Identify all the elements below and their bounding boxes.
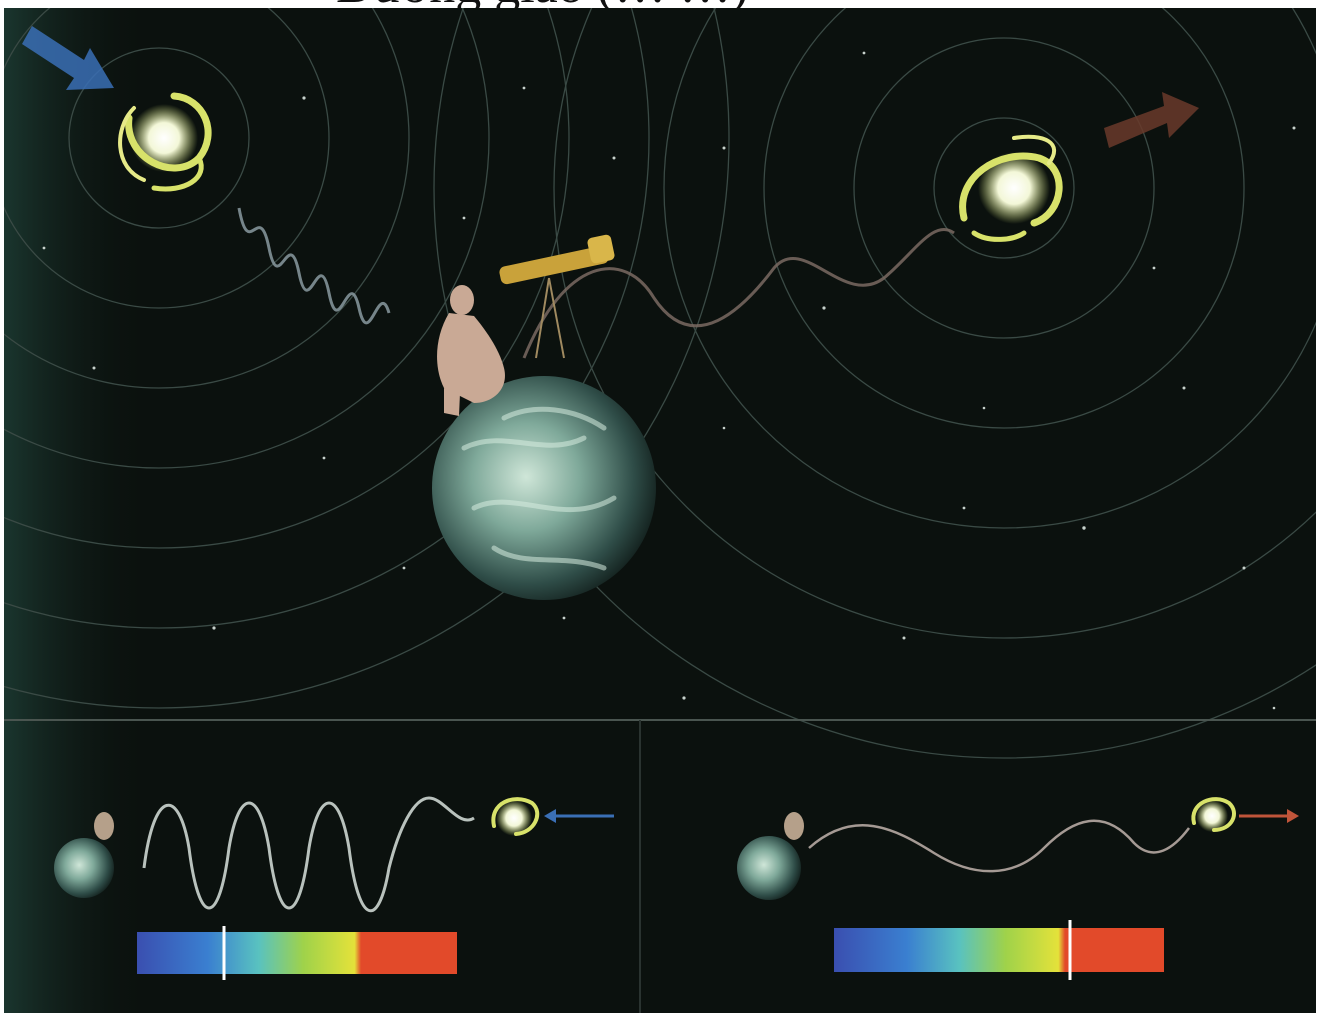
caption-text: Đường giao (… …) [336, 0, 748, 12]
background [4, 8, 1316, 1013]
caption-strip: Đường giao (… …) [0, 0, 1318, 12]
lower-left-galaxy [491, 797, 540, 836]
bottom-border [0, 1013, 1318, 1019]
lower-left-panel [54, 796, 614, 980]
left-wavefronts [4, 8, 730, 709]
stars [42, 51, 1296, 710]
scene-svg [4, 8, 1316, 1013]
lower-right-arrow-head [1287, 809, 1299, 823]
lower-right-galaxy [1191, 797, 1236, 832]
lower-right-earth [737, 836, 801, 900]
blueshift-wave-main [237, 207, 391, 325]
doppler-illustration [4, 8, 1316, 1013]
right-galaxy [959, 134, 1063, 242]
lower-left-spectrum [137, 932, 457, 974]
telescope [499, 234, 615, 359]
lower-right-spectrum [834, 928, 1164, 972]
lower-right-wave [808, 819, 1190, 873]
lower-right-panel [737, 797, 1299, 980]
right-recede-arrow [1104, 92, 1199, 148]
right-wavefronts [433, 8, 1316, 759]
earth [432, 376, 656, 600]
thinker-figure [437, 285, 505, 416]
left-galaxy [118, 92, 212, 192]
redshift-wave-main [522, 227, 955, 359]
lower-left-figure [94, 812, 114, 840]
lower-left-wave [142, 796, 475, 913]
lower-left-earth [54, 838, 114, 898]
lower-left-arrow-head [544, 809, 556, 823]
lower-right-figure [784, 812, 804, 840]
left-approach-arrow [22, 26, 114, 90]
